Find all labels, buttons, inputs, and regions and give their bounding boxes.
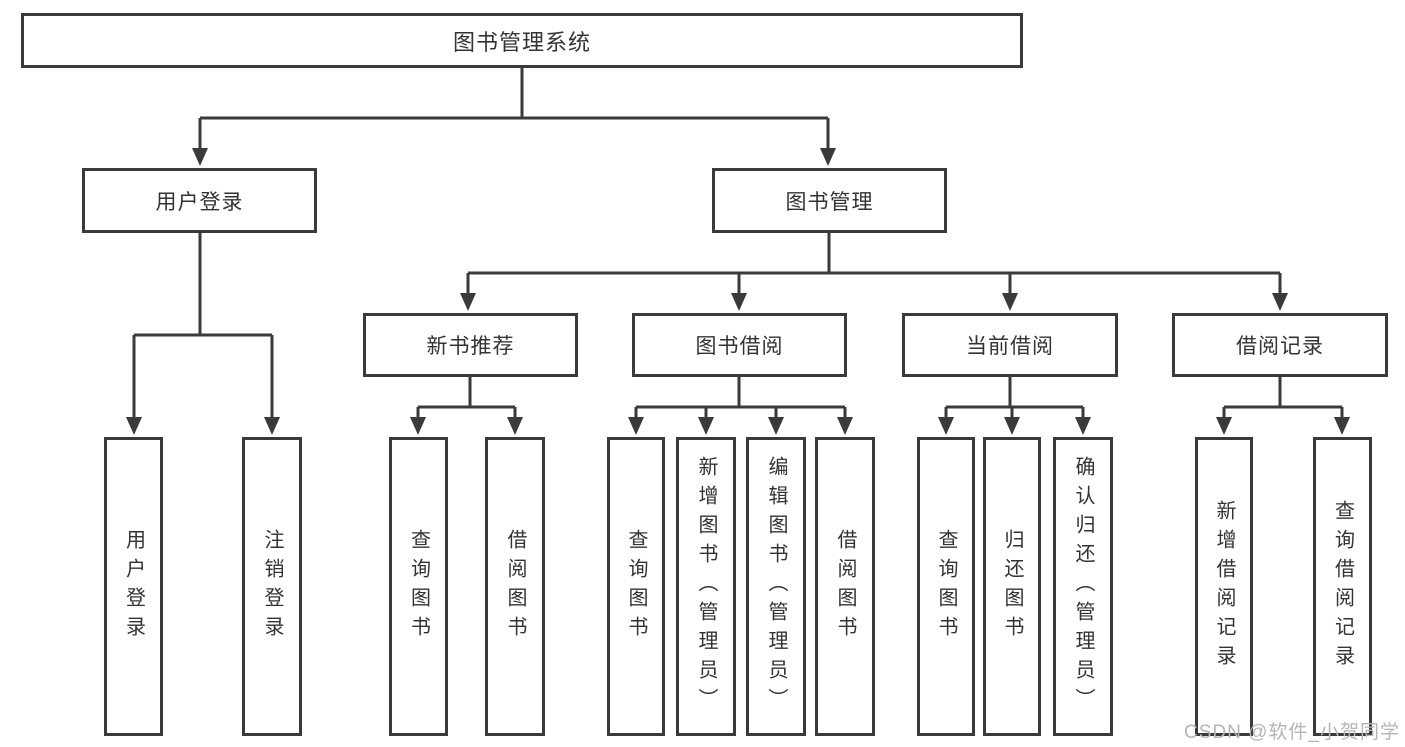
node-label: 查询图书 <box>625 528 647 645</box>
node-query-books-recommend: 查询图书 <box>389 437 448 736</box>
node-edit-books-admin: 编辑图书（管理员） <box>746 437 806 736</box>
node-add-books-admin: 新增图书（管理员） <box>676 437 736 736</box>
node-label: 归还图书 <box>1001 528 1023 645</box>
node-label: 用户登录 <box>122 528 145 645</box>
node-borrow-books-recommend: 借阅图书 <box>485 437 545 736</box>
node-label: 图书借阅 <box>695 335 784 358</box>
node-book-management: 图书管理 <box>712 168 947 233</box>
node-confirm-return-admin: 确认归还（管理员） <box>1053 437 1113 736</box>
node-user-login: 用户登录 <box>82 168 317 233</box>
node-label: 编辑图书（管理员） <box>765 456 787 717</box>
node-label: 查询图书 <box>935 528 957 645</box>
node-label: 当前借阅 <box>966 335 1054 358</box>
node-borrow-books-borrowing: 借阅图书 <box>815 437 875 736</box>
node-label: 图书管理系统 <box>452 29 591 55</box>
connector-edges <box>132 68 1344 421</box>
node-label: 新增图书（管理员） <box>695 456 717 717</box>
node-label: 注销登录 <box>261 528 283 645</box>
node-label: 图书管理 <box>785 190 874 214</box>
node-book-borrowing: 图书借阅 <box>632 313 847 377</box>
node-query-books-current: 查询图书 <box>917 437 975 736</box>
node-label: 新书推荐 <box>426 335 515 358</box>
node-current-borrowing: 当前借阅 <box>902 313 1118 377</box>
node-query-books-borrowing: 查询图书 <box>607 437 665 736</box>
node-label: 用户登录 <box>155 190 244 214</box>
node-query-borrow-record: 查询借阅记录 <box>1313 437 1372 736</box>
node-logout: 注销登录 <box>242 437 302 736</box>
node-label: 查询借阅记录 <box>1331 499 1354 674</box>
node-return-books: 归还图书 <box>983 437 1041 736</box>
node-label: 借阅记录 <box>1236 335 1324 358</box>
node-label: 借阅图书 <box>504 528 526 645</box>
watermark-text: CSDN @软件_小贺同学 <box>1184 722 1400 743</box>
node-borrowing-records: 借阅记录 <box>1172 313 1388 377</box>
node-label: 借阅图书 <box>834 528 856 645</box>
node-user-login-leaf: 用户登录 <box>104 437 163 736</box>
arrowheads <box>126 148 1350 435</box>
node-library-management-system: 图书管理系统 <box>21 13 1023 68</box>
node-label: 新增借阅记录 <box>1213 499 1235 674</box>
node-new-book-recommendation: 新书推荐 <box>363 313 578 377</box>
node-label: 查询图书 <box>407 528 430 645</box>
node-add-borrow-record: 新增借阅记录 <box>1195 437 1253 736</box>
node-label: 确认归还（管理员） <box>1072 456 1094 717</box>
